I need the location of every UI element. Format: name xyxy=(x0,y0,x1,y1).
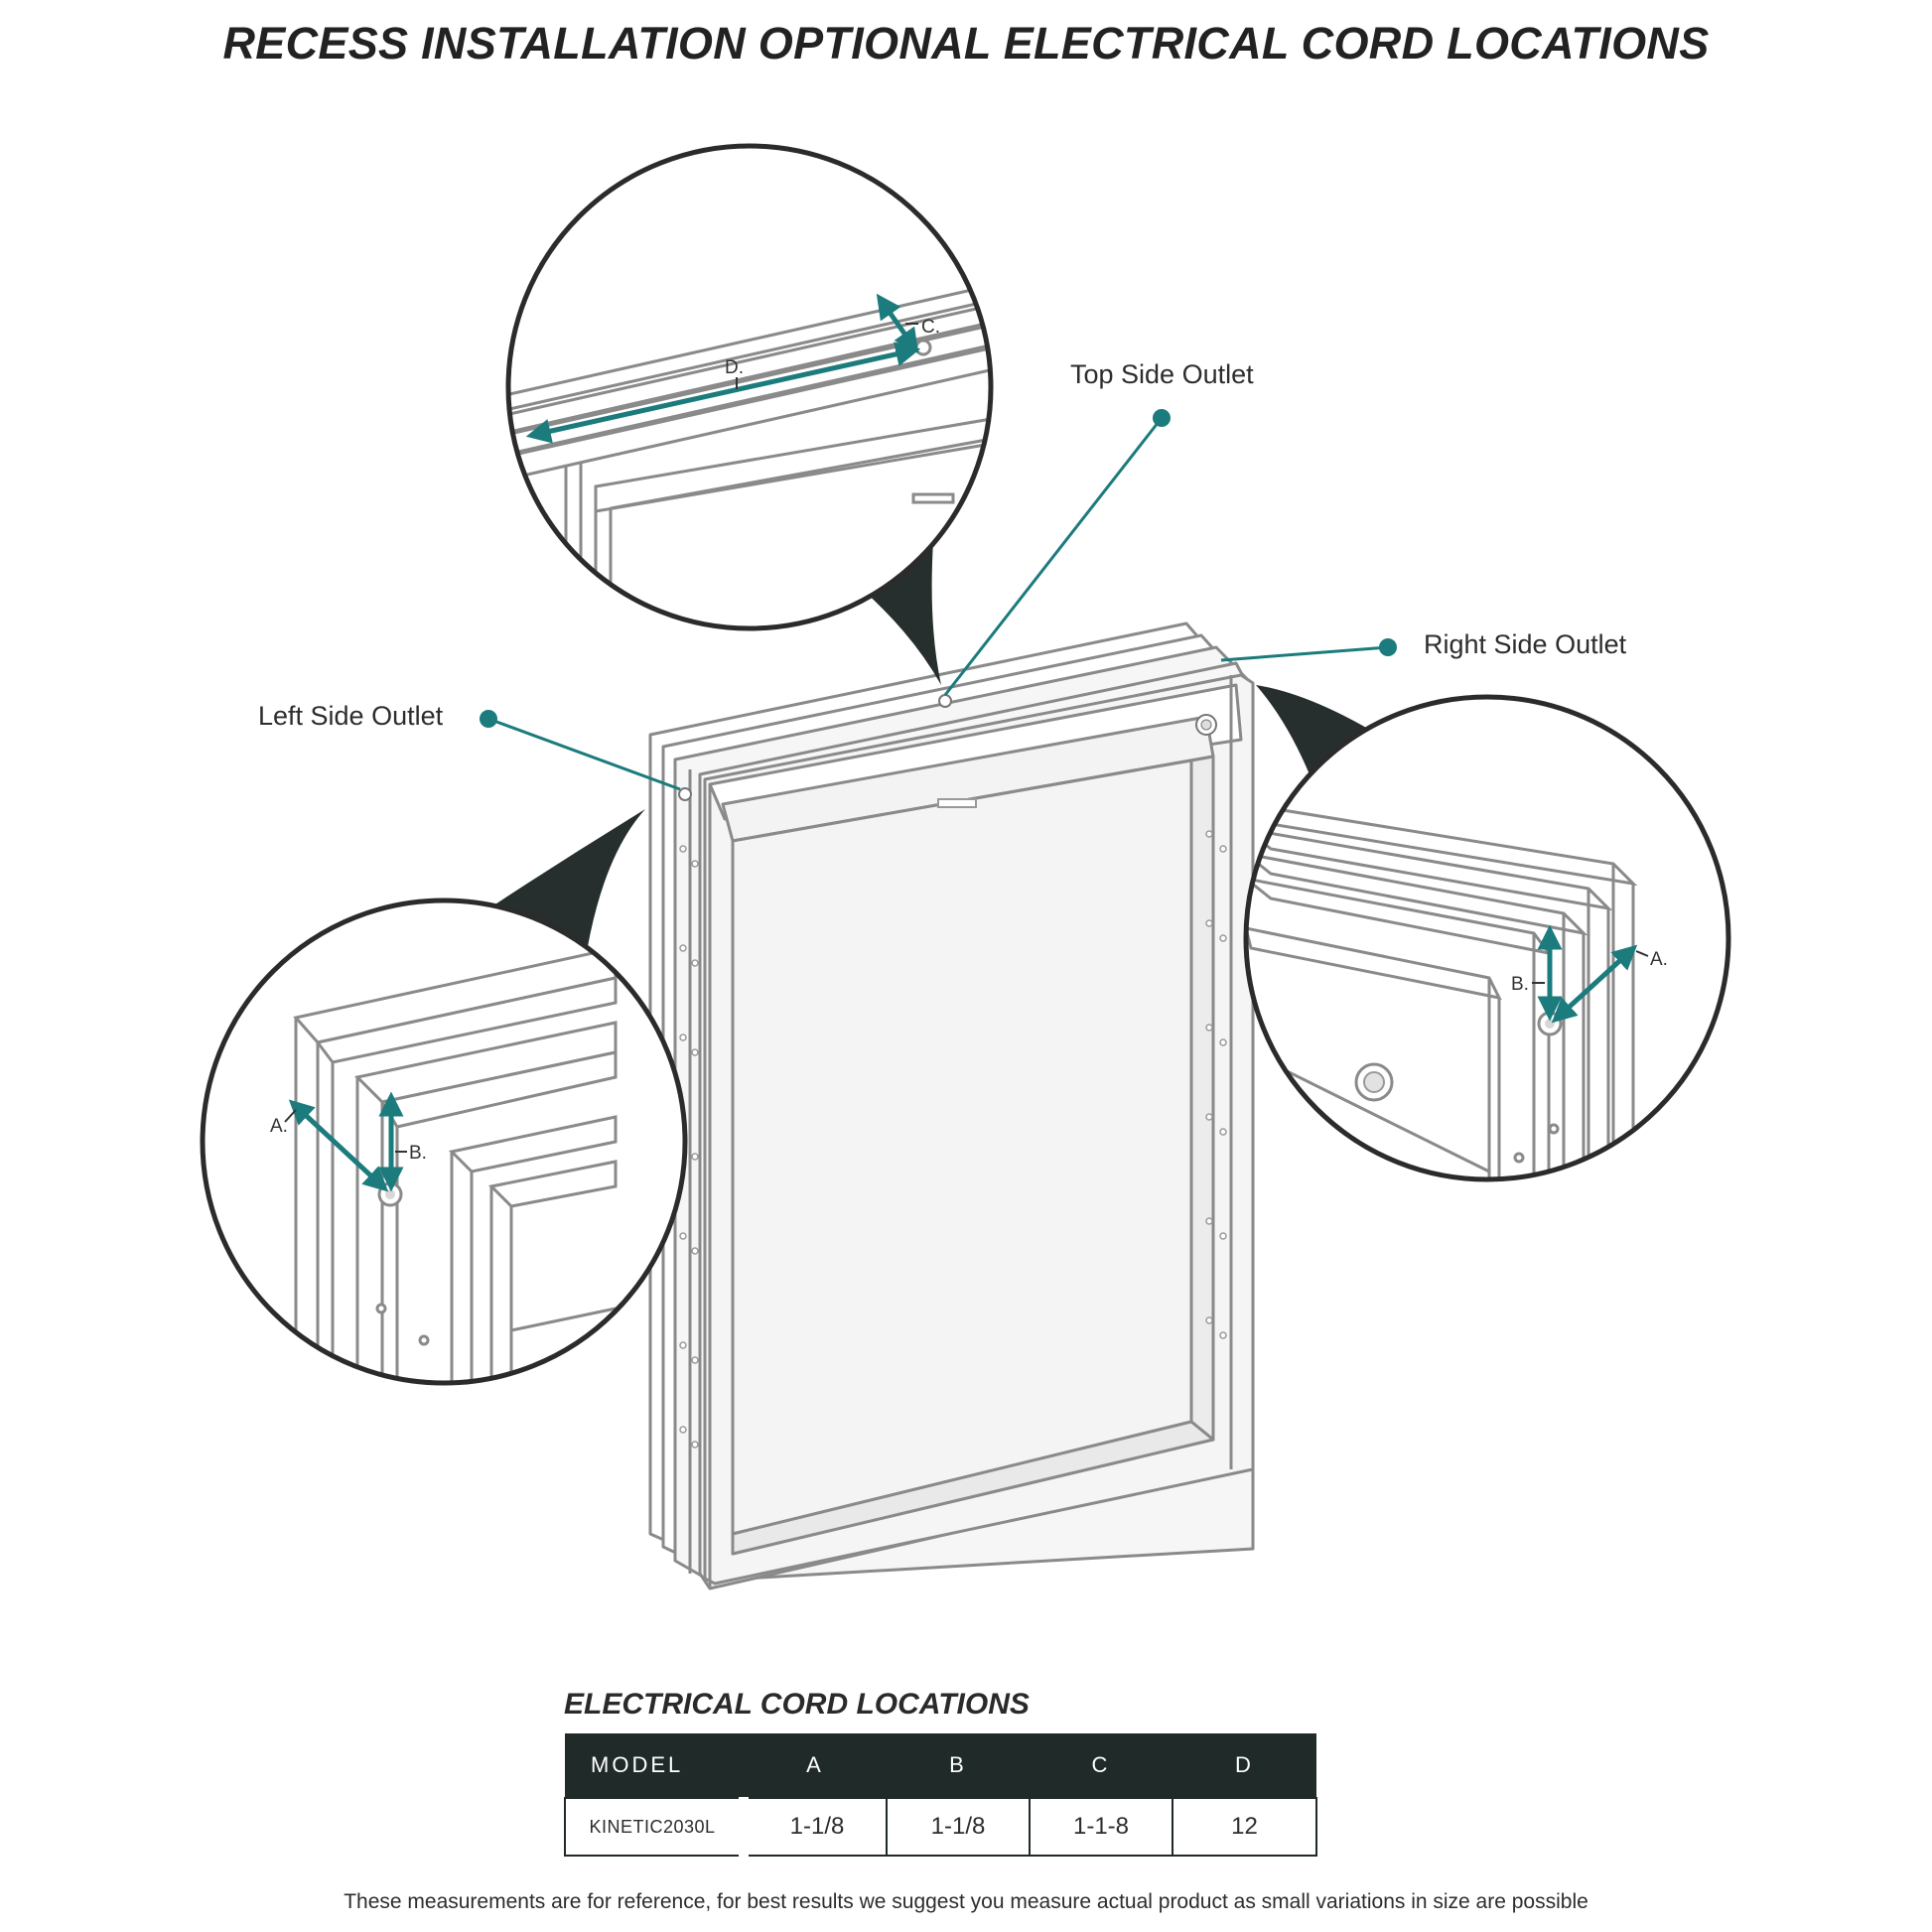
top-outlet-hole xyxy=(938,694,952,708)
cell-c: 1-1-8 xyxy=(1029,1797,1173,1857)
header-b: B xyxy=(887,1733,1030,1798)
label-d: D. xyxy=(725,357,744,378)
zoom-outlet-hole xyxy=(914,339,932,356)
cell-d: 12 xyxy=(1172,1797,1317,1857)
right-callout-dot xyxy=(1379,638,1397,656)
dimension-d-arrow xyxy=(525,342,921,444)
electrical-cord-table: MODEL A B C D KINETIC2030L 1-1/8 1-1/8 1… xyxy=(564,1733,1317,1857)
cell-a: 1-1/8 xyxy=(739,1797,888,1857)
latch-tab xyxy=(937,798,977,808)
table-title: ELECTRICAL CORD LOCATIONS xyxy=(564,1688,1030,1721)
header-a: A xyxy=(744,1733,887,1798)
header-model: MODEL xyxy=(565,1733,744,1798)
label-a: A. xyxy=(270,1116,288,1137)
header-d: D xyxy=(1173,1733,1316,1798)
table-header-row: MODEL A B C D xyxy=(565,1733,1316,1798)
label-a: A. xyxy=(1650,949,1668,970)
left-callout-dot xyxy=(480,710,497,728)
footnote: These measurements are for reference, fo… xyxy=(344,1890,1588,1913)
dimension-c-arrow xyxy=(876,293,919,354)
label-b: B. xyxy=(409,1143,427,1164)
cabinet-body xyxy=(648,621,1255,1590)
left-outlet-hole xyxy=(678,787,692,801)
cell-model: KINETIC2030L xyxy=(564,1797,745,1857)
page-title: RECESS INSTALLATION OPTIONAL ELECTRICAL … xyxy=(222,18,1710,69)
left-zoom-circle: A. B. xyxy=(200,897,688,1386)
cell-b: 1-1/8 xyxy=(886,1797,1031,1857)
callout-leaders xyxy=(480,409,1397,791)
table-row: KINETIC2030L 1-1/8 1-1/8 1-1-8 12 xyxy=(564,1797,1317,1857)
top-callout-dot xyxy=(1153,409,1171,427)
label-c: C. xyxy=(921,317,940,338)
right-zoom-circle: B. A. xyxy=(1243,694,1731,1182)
label-b: B. xyxy=(1511,974,1529,995)
dimension-a-arrow xyxy=(288,1099,389,1192)
left-side-outlet-label: Left Side Outlet xyxy=(258,701,444,731)
right-side-outlet-label: Right Side Outlet xyxy=(1424,629,1627,659)
dimension-a-arrow xyxy=(1551,944,1638,1024)
header-c: C xyxy=(1030,1733,1173,1798)
top-side-outlet-label: Top Side Outlet xyxy=(1070,359,1254,389)
